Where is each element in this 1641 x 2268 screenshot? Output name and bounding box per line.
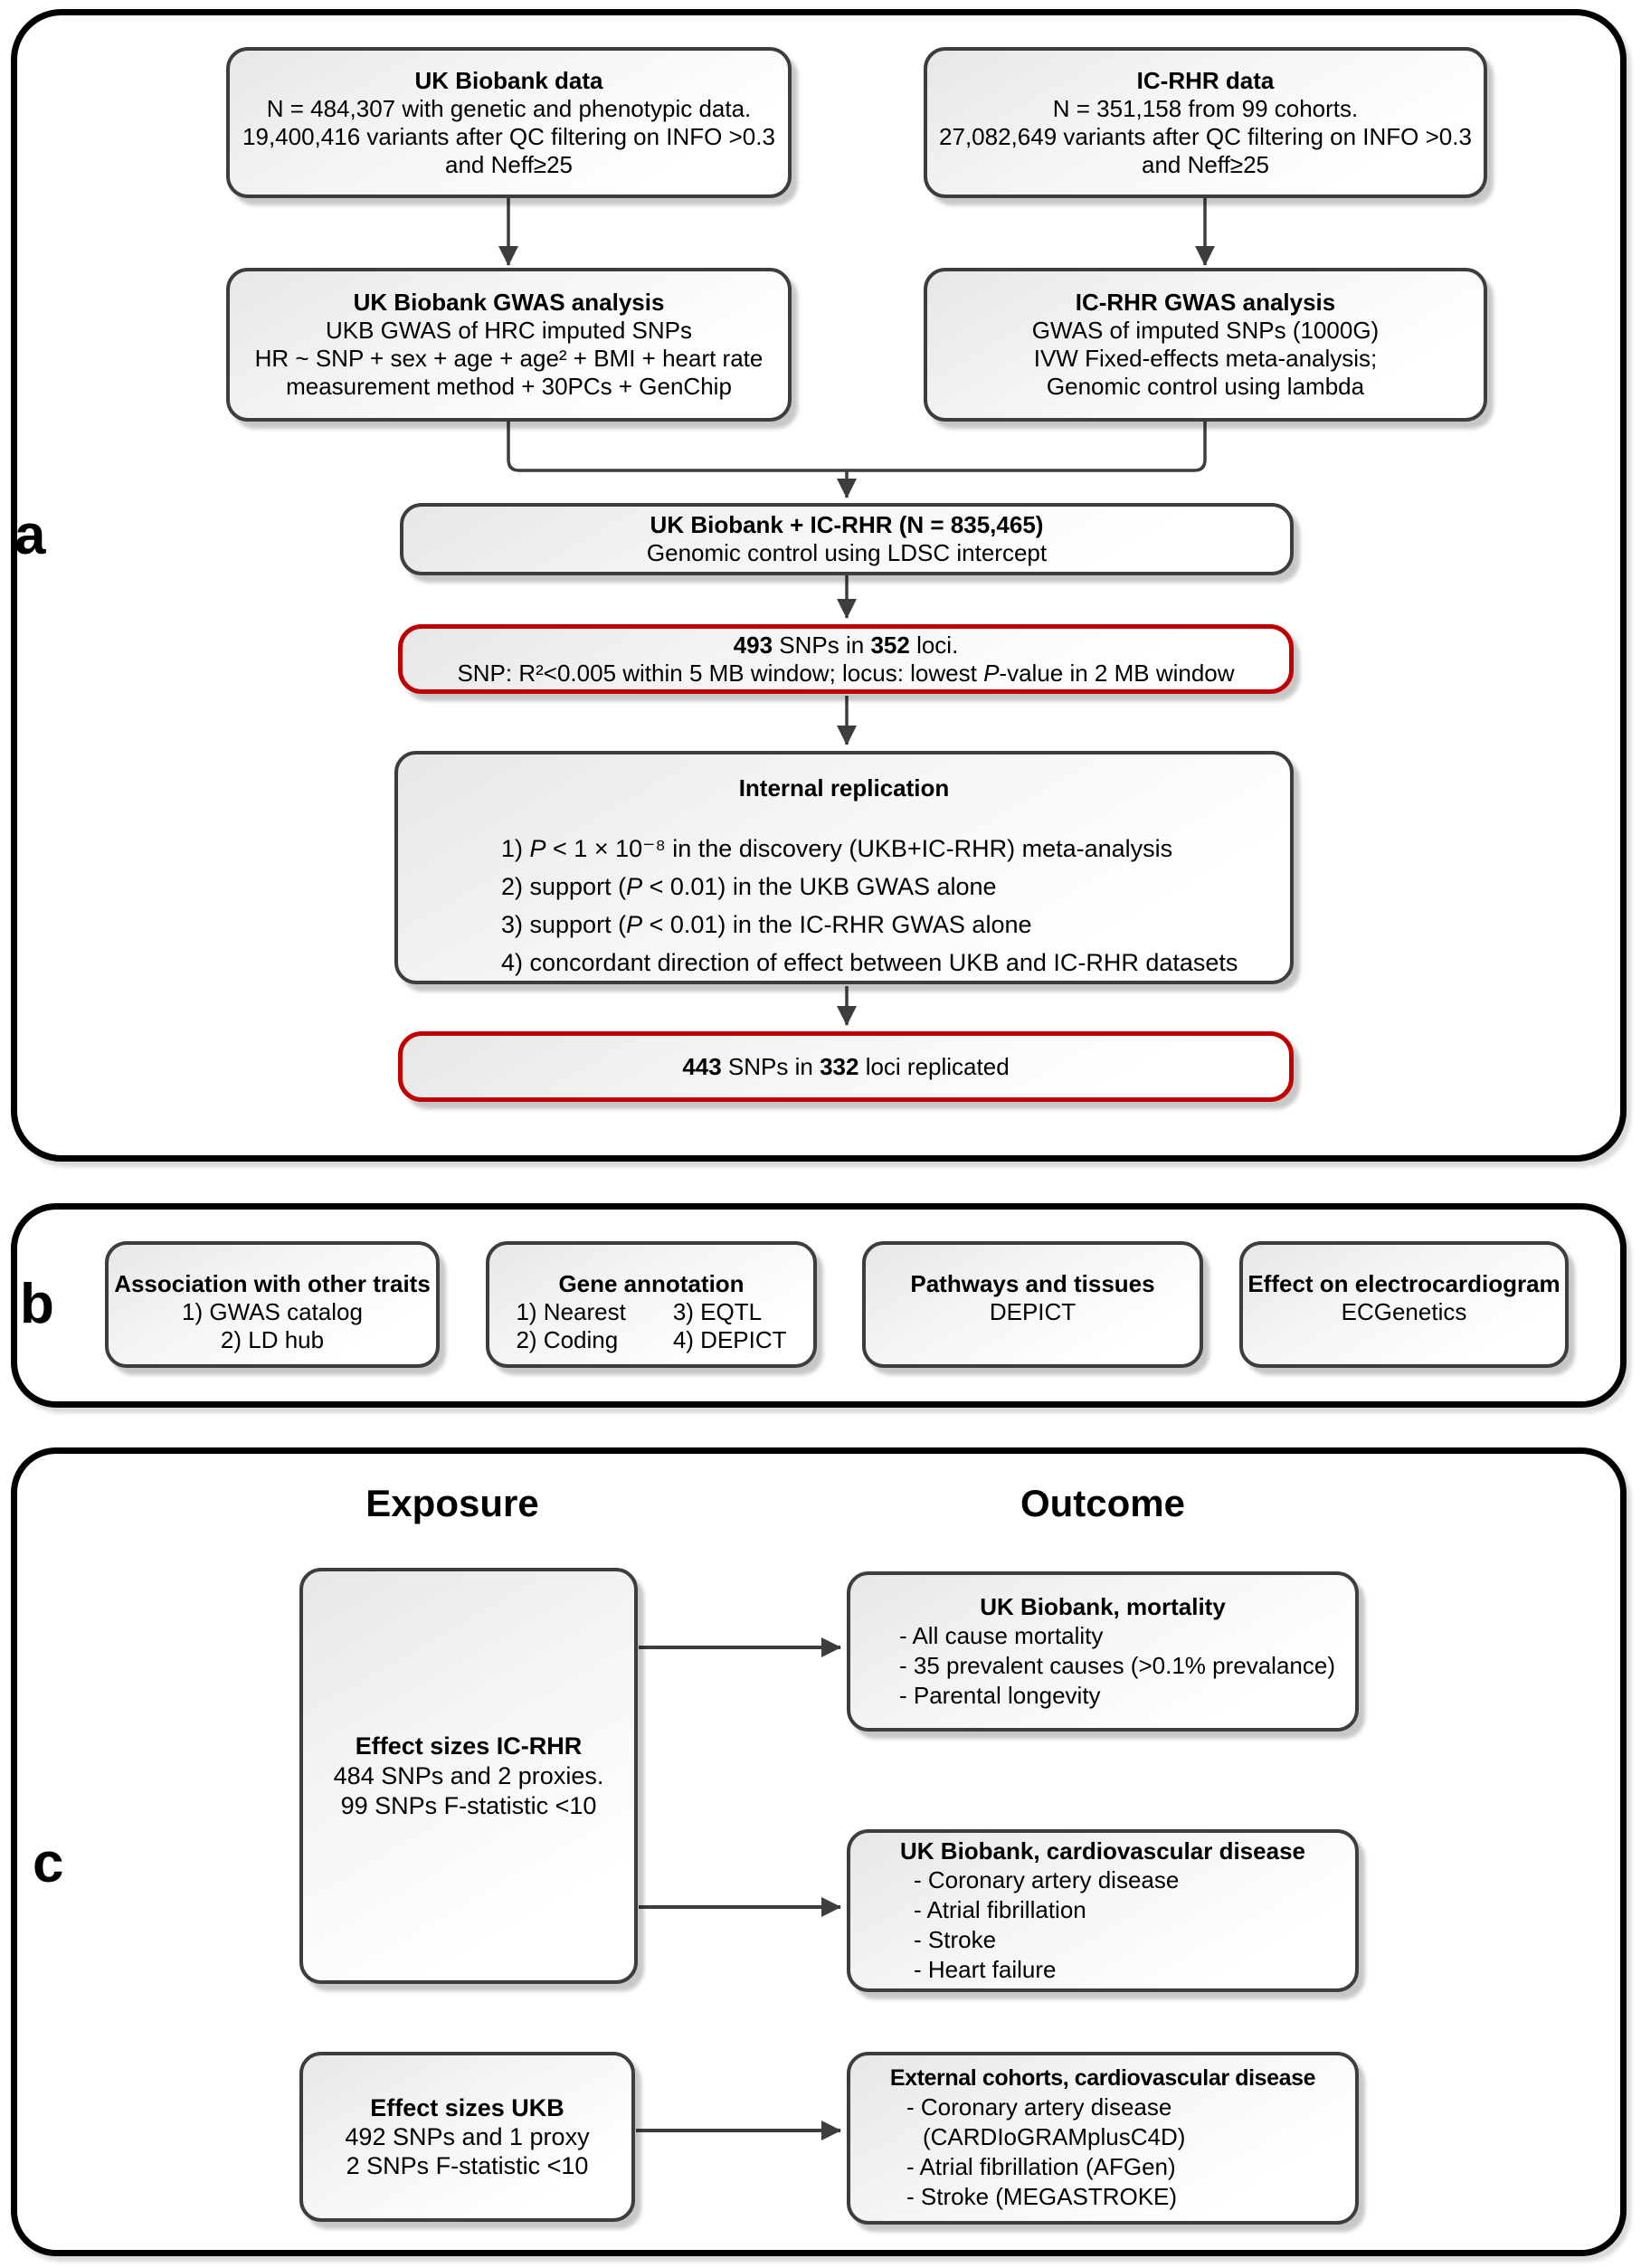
panel-c-label: c xyxy=(33,1832,64,1894)
pathways-box: Pathways and tissues DEPICT xyxy=(862,1241,1203,1368)
gene-annotation-box: Gene annotation 1) Nearest 3) EQTL 2) Co… xyxy=(486,1241,817,1368)
outcome-external-title: External cohorts, cardiovascular disease xyxy=(889,2065,1316,2091)
ecg-item: ECGenetics xyxy=(1341,1298,1467,1325)
meta-title: UK Biobank + IC-RHR (N = 835,465) xyxy=(650,511,1044,538)
outcome-item: - Stroke (MEGASTROKE) xyxy=(906,2183,1178,2210)
gene-annotation-item: 3) EQTL xyxy=(672,1298,763,1325)
ukb-gwas-box: UK Biobank GWAS analysis UKB GWAS of HRC… xyxy=(226,268,792,422)
outcome-item: - All cause mortality xyxy=(899,1621,1104,1649)
internal-replication-box: Internal replication 1) P < 1 × 10⁻⁸ in … xyxy=(394,751,1294,984)
exposure-ukb-title: Effect sizes UKB xyxy=(370,2094,564,2121)
outcome-cvd-list: - Coronary artery disease - Atrial fibri… xyxy=(850,1865,1355,1985)
snps-loci-box: 493 SNPs in 352 loci. SNP: R²<0.005 with… xyxy=(398,624,1294,694)
snps-count-line: 493 SNPs in 352 loci. xyxy=(733,631,959,659)
icrhr-data-box: IC-RHR data N = 351,158 from 99 cohorts.… xyxy=(924,47,1487,198)
pathways-item: DEPICT xyxy=(989,1298,1077,1325)
exposure-icrhr-line: 484 SNPs and 2 proxies. xyxy=(333,1761,604,1789)
icrhr-gwas-title: IC-RHR GWAS analysis xyxy=(1075,289,1336,316)
ukb-data-line: 19,400,416 variants after QC filtering o… xyxy=(242,122,775,150)
outcome-item: - Parental longevity xyxy=(899,1681,1101,1709)
icrhr-gwas-line: IVW Fixed-effects meta-analysis; xyxy=(1033,345,1378,372)
icrhr-data-line: N = 351,158 from 99 cohorts. xyxy=(1052,94,1359,122)
pathways-title: Pathways and tissues xyxy=(910,1270,1155,1297)
outcome-mortality-list: - All cause mortality - 35 prevalent cau… xyxy=(850,1621,1355,1711)
ukb-gwas-line: HR ~ SNP + sex + age + age² + BMI + hear… xyxy=(254,345,764,372)
panel-a-frame xyxy=(11,9,1627,1162)
gene-annotation-item: 1) Nearest xyxy=(516,1298,626,1325)
ecg-title: Effect on electrocardiogram xyxy=(1247,1270,1560,1297)
panel-c-frame xyxy=(11,1447,1627,2256)
outcome-external-list: - Coronary artery disease (CARDIoGRAMplu… xyxy=(850,2092,1355,2212)
exposure-header: Exposure xyxy=(365,1482,539,1524)
ukb-data-title: UK Biobank data xyxy=(414,66,603,94)
replicated-loci-box: 443 SNPs in 332 loci replicated xyxy=(398,1031,1294,1102)
traits-title: Association with other traits xyxy=(114,1270,431,1297)
icrhr-gwas-box: IC-RHR GWAS analysis GWAS of imputed SNP… xyxy=(924,268,1487,422)
outcome-external-box: External cohorts, cardiovascular disease… xyxy=(847,2052,1359,2225)
icrhr-data-line: and Neff≥25 xyxy=(1141,150,1269,178)
gene-annotation-title: Gene annotation xyxy=(558,1270,745,1297)
panel-b-frame xyxy=(11,1203,1627,1408)
internal-replication-list: 1) P < 1 × 10⁻⁸ in the discovery (UKB+IC… xyxy=(398,830,1290,982)
icrhr-data-line: 27,082,649 variants after QC filtering o… xyxy=(939,122,1472,150)
ukb-gwas-line: UKB GWAS of HRC imputed SNPs xyxy=(325,317,693,344)
exposure-ukb-box: Effect sizes UKB 492 SNPs and 1 proxy 2 … xyxy=(299,2052,635,2222)
internal-replication-title: Internal replication xyxy=(738,774,950,802)
snps-criteria-line: SNP: R²<0.005 within 5 MB window; locus:… xyxy=(457,659,1235,687)
exposure-icrhr-line: 99 SNPs F-statistic <10 xyxy=(340,1791,597,1819)
icrhr-gwas-line: GWAS of imputed SNPs (1000G) xyxy=(1031,317,1380,344)
ukb-data-box: UK Biobank data N = 484,307 with genetic… xyxy=(226,47,792,198)
ukb-gwas-title: UK Biobank GWAS analysis xyxy=(353,289,665,316)
outcome-item-continuation: (CARDIoGRAMplusC4D) xyxy=(923,2123,1186,2150)
traits-box: Association with other traits 1) GWAS ca… xyxy=(105,1241,440,1368)
outcome-mortality-box: UK Biobank, mortality - All cause mortal… xyxy=(847,1571,1359,1732)
gene-annotation-grid: 1) Nearest 3) EQTL 2) Coding 4) DEPICT xyxy=(516,1298,786,1354)
gene-annotation-item: 2) Coding xyxy=(516,1326,619,1353)
outcome-item: - Atrial fibrillation xyxy=(914,1895,1086,1923)
replicated-count-line: 443 SNPs in 332 loci replicated xyxy=(682,1052,1010,1080)
panel-a-label: a xyxy=(14,504,46,566)
ukb-gwas-line: measurement method + 30PCs + GenChip xyxy=(286,373,732,400)
replication-criterion: 4) concordant direction of effect betwee… xyxy=(501,949,1238,976)
outcome-item: - 35 prevalent causes (>0.1% prevalance) xyxy=(899,1651,1335,1679)
ukb-data-line: and Neff≥25 xyxy=(444,150,573,178)
ukb-data-line: N = 484,307 with genetic and phenotypic … xyxy=(266,94,752,122)
exposure-icrhr-box: Effect sizes IC-RHR 484 SNPs and 2 proxi… xyxy=(299,1568,638,1984)
exposure-icrhr-title: Effect sizes IC-RHR xyxy=(355,1732,583,1760)
outcome-item: - Coronary artery disease xyxy=(914,1865,1180,1893)
outcome-cvd-title: UK Biobank, cardiovascular disease xyxy=(900,1836,1305,1865)
exposure-ukb-line: 492 SNPs and 1 proxy xyxy=(345,2123,590,2150)
replication-criterion: 2) support (P < 0.01) in the UKB GWAS al… xyxy=(501,873,997,900)
icrhr-gwas-line: Genomic control using lambda xyxy=(1046,373,1365,400)
outcome-item: - Coronary artery disease xyxy=(906,2093,1172,2121)
replication-criterion: 1) P < 1 × 10⁻⁸ in the discovery (UKB+IC… xyxy=(501,835,1173,862)
panel-b-label: b xyxy=(20,1273,54,1335)
exposure-ukb-line: 2 SNPs F-statistic <10 xyxy=(346,2152,589,2179)
traits-item: 1) GWAS catalog xyxy=(182,1298,363,1325)
outcome-mortality-title: UK Biobank, mortality xyxy=(980,1592,1226,1620)
meta-line: Genomic control using LDSC intercept xyxy=(646,539,1048,566)
outcome-item: - Stroke xyxy=(914,1925,997,1953)
outcome-cvd-box: UK Biobank, cardiovascular disease - Cor… xyxy=(847,1829,1359,1992)
outcome-item: - Heart failure xyxy=(914,1955,1057,1983)
gene-annotation-item: 4) DEPICT xyxy=(672,1326,787,1353)
replication-criterion: 3) support (P < 0.01) in the IC-RHR GWAS… xyxy=(501,911,1032,938)
outcome-item: - Atrial fibrillation (AFGen) xyxy=(906,2153,1176,2180)
traits-item: 2) LD hub xyxy=(220,1326,325,1353)
icrhr-data-title: IC-RHR data xyxy=(1136,66,1275,94)
outcome-header: Outcome xyxy=(1020,1482,1186,1524)
meta-analysis-box: UK Biobank + IC-RHR (N = 835,465) Genomi… xyxy=(400,503,1294,575)
ecg-box: Effect on electrocardiogram ECGenetics xyxy=(1239,1241,1569,1368)
